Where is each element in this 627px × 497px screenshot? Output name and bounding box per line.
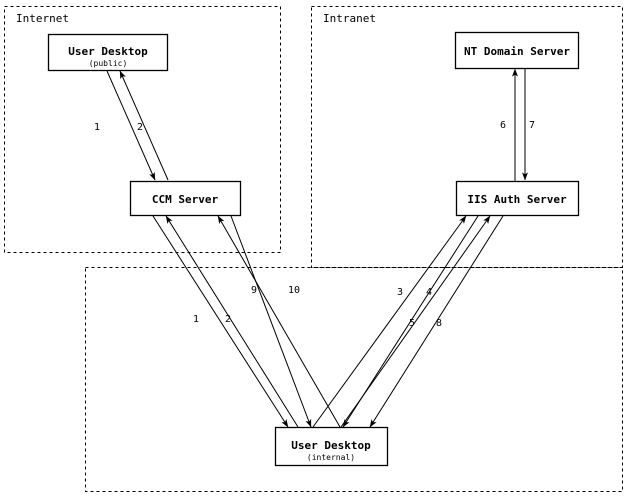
flow-group-internal-iis-34	[312, 215, 479, 428]
node-nt-domain-server-title: NT Domain Server	[464, 45, 570, 58]
node-ccm-server-title: CCM Server	[152, 193, 219, 206]
flow-group-ccm-internal-910	[217, 215, 341, 428]
node-nt-domain-server[interactable]: NT Domain Server	[454, 31, 580, 70]
edge-label-1-public: 1	[94, 122, 100, 133]
node-nt-domain-server-box[interactable]	[454, 31, 580, 70]
edge-label-2-internal: 2	[225, 314, 231, 325]
node-user-desktop-public[interactable]: User Desktop (public)	[47, 33, 169, 72]
flow-line-3	[312, 215, 467, 428]
flow-line-5	[340, 215, 491, 428]
flow-group-internal-iis-58	[340, 215, 504, 428]
flow-line-8	[369, 215, 504, 428]
zone-intranet-box	[311, 6, 623, 268]
node-iis-auth-server[interactable]: IIS Auth Server	[455, 180, 580, 217]
edge-label-2-public: 2	[137, 122, 143, 133]
node-user-desktop-public-title: User Desktop	[68, 45, 148, 58]
node-user-desktop-public-subtitle: (public)	[89, 59, 128, 68]
flow-line-1-internal	[152, 215, 289, 428]
edge-label-3: 3	[397, 287, 403, 298]
flow-line-2-public	[119, 70, 169, 181]
node-ccm-server[interactable]: CCM Server	[129, 180, 242, 217]
node-user-desktop-internal-box[interactable]	[274, 426, 389, 467]
edge-label-5: 5	[409, 318, 415, 329]
flow-line-1-public	[106, 70, 156, 181]
edge-label-8: 8	[436, 318, 442, 329]
edge-label-6: 6	[500, 120, 506, 131]
edge-label-1-internal: 1	[193, 314, 199, 325]
node-user-desktop-public-box[interactable]	[47, 33, 169, 72]
node-iis-auth-server-title: IIS Auth Server	[467, 193, 567, 206]
zone-intranet-label: Intranet	[323, 12, 376, 25]
node-user-desktop-internal[interactable]: User Desktop (internal)	[274, 426, 389, 467]
zone-bottom-box	[85, 267, 623, 492]
flow-group-iis-nt	[512, 68, 528, 181]
zone-internet-box	[4, 6, 281, 253]
edge-label-4: 4	[426, 287, 432, 298]
zone-internet-label: Internet	[16, 12, 69, 25]
flow-group-public-ccm	[106, 70, 169, 181]
edge-label-9: 9	[251, 285, 257, 296]
edge-label-10: 10	[288, 285, 300, 296]
flow-line-2-internal	[165, 215, 299, 428]
node-user-desktop-internal-title: User Desktop	[291, 439, 371, 452]
edge-label-7: 7	[529, 120, 535, 131]
node-user-desktop-internal-subtitle: (internal)	[307, 453, 355, 462]
flow-line-10	[230, 215, 312, 428]
flow-line-9	[217, 215, 341, 428]
node-ccm-server-box[interactable]	[129, 180, 242, 217]
node-iis-auth-server-box[interactable]	[455, 180, 580, 217]
flow-group-ccm-internal-12	[152, 215, 299, 428]
